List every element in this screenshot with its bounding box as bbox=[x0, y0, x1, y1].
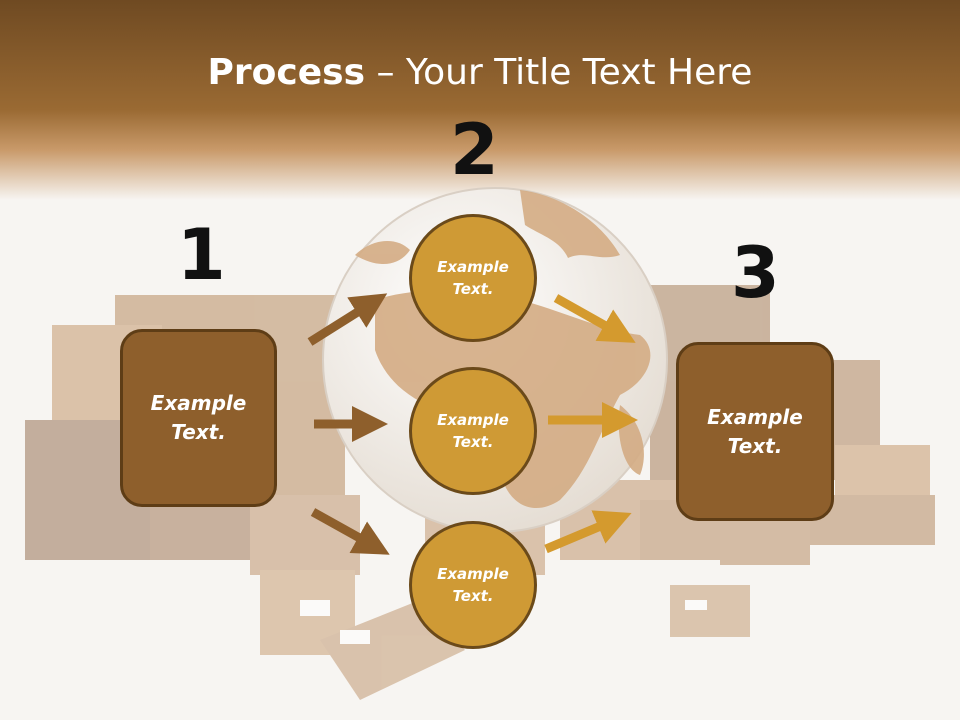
circle-3: Example Text. bbox=[409, 521, 537, 649]
step-number-1: 1 bbox=[177, 214, 226, 296]
step-number-2: 2 bbox=[450, 109, 499, 191]
arrow-from-circle-3 bbox=[544, 510, 632, 554]
step-box-1-label: Example Text. bbox=[150, 391, 247, 444]
arrow-to-circle-1 bbox=[307, 293, 388, 346]
circle-3-label: Example Text. bbox=[437, 564, 509, 606]
arrow-to-circle-3 bbox=[310, 508, 390, 555]
circle-1-label: Example Text. bbox=[437, 257, 509, 299]
circle-2-label: Example Text. bbox=[437, 410, 509, 452]
circle-1: Example Text. bbox=[409, 214, 537, 342]
step-box-3-label: Example Text. bbox=[707, 404, 803, 458]
circle-2: Example Text. bbox=[409, 367, 537, 495]
step-box-1: Example Text. bbox=[120, 329, 277, 507]
slide-title: Process – Your Title Text Here bbox=[0, 52, 960, 93]
step-box-3: Example Text. bbox=[676, 342, 834, 521]
title-rest: – Your Title Text Here bbox=[365, 52, 753, 93]
step-number-3: 3 bbox=[731, 232, 780, 314]
arrow-from-circle-1 bbox=[553, 294, 636, 343]
title-bold: Process bbox=[207, 52, 366, 93]
